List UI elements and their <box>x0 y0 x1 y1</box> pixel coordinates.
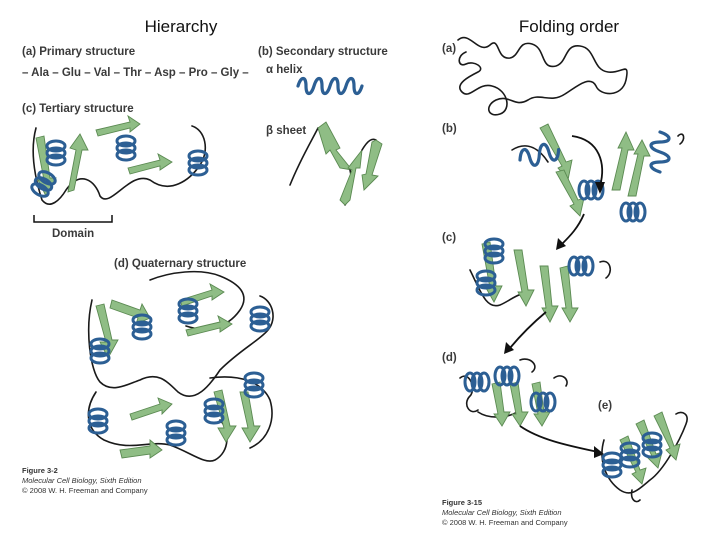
caption-figure-3-15-book: Molecular Cell Biology, Sixth Edition <box>442 508 562 517</box>
caption-figure-3-15-copyright: © 2008 W. H. Freeman and Company <box>442 518 568 527</box>
quaternary-structure-graphic <box>87 270 274 462</box>
label-secondary-structure: (b) Secondary structure <box>258 46 388 58</box>
label-primary-structure: (a) Primary structure <box>22 46 135 58</box>
secondary-folding-graphic <box>511 123 685 223</box>
unfolded-chain-graphic <box>457 36 628 116</box>
alpha-helix-graphic <box>296 76 364 96</box>
label-tertiary-structure: (c) Tertiary structure <box>22 103 134 115</box>
label-fold-a: (a) <box>442 43 456 55</box>
native-protein-graphic <box>519 411 688 503</box>
caption-figure-3-15-number: Figure 3-15 <box>442 498 482 507</box>
tertiary-structure-graphic <box>28 114 209 223</box>
title-folding-order: Folding order <box>519 17 620 36</box>
label-fold-c: (c) <box>442 232 456 244</box>
beta-sheet-graphic <box>289 121 383 206</box>
label-quaternary-structure: (d) Quaternary structure <box>114 258 246 270</box>
caption-figure-3-2-number: Figure 3-2 <box>22 466 58 475</box>
label-domain: Domain <box>52 228 94 240</box>
amino-acid-sequence: – Ala – Glu – Val – Thr – Asp – Pro – Gl… <box>22 67 249 79</box>
label-fold-e: (e) <box>598 400 612 412</box>
molten-globule-graphic <box>459 311 568 427</box>
caption-figure-3-2-copyright: © 2008 W. H. Freeman and Company <box>22 486 148 495</box>
caption-figure-3-2-book: Molecular Cell Biology, Sixth Edition <box>22 476 142 485</box>
label-fold-b: (b) <box>442 123 457 135</box>
intermediate-folding-graphic <box>469 213 612 323</box>
label-beta-sheet: β sheet <box>266 125 306 137</box>
label-fold-d: (d) <box>442 352 457 364</box>
title-hierarchy: Hierarchy <box>145 17 218 36</box>
label-alpha-helix: α helix <box>266 64 303 76</box>
